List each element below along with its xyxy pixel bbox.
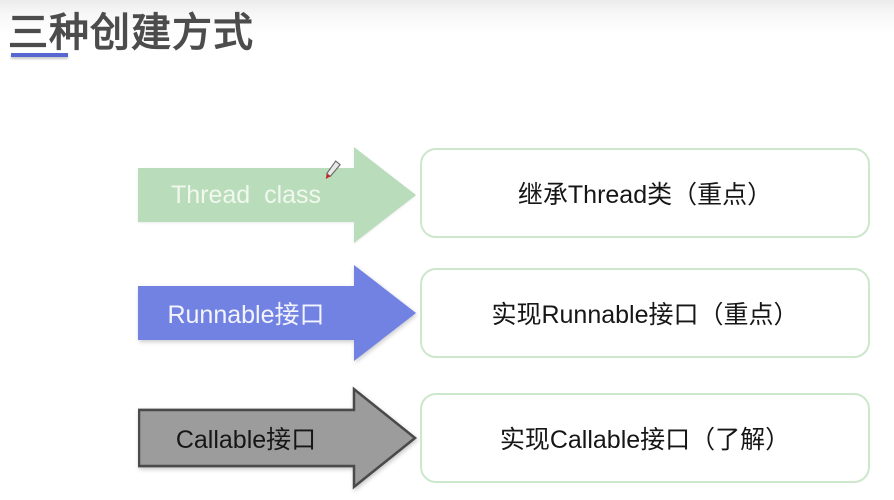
pen-cursor-icon — [325, 160, 341, 180]
right-arrow-shape — [138, 265, 416, 361]
result-box-runnable: 实现Runnable接口（重点） — [420, 268, 870, 358]
result-box-callable: 实现Callable接口（了解） — [420, 393, 870, 483]
right-arrow-shape — [138, 147, 416, 243]
title-underline — [11, 53, 68, 57]
result-box-label: 实现Runnable接口（重点） — [491, 301, 799, 329]
arrow-label: Callable接口 — [175, 426, 317, 454]
right-arrow-shape — [138, 386, 418, 490]
thread-class-arrow: Thread class — [138, 145, 418, 245]
result-box-label: 继承Thread类（重点） — [517, 181, 773, 209]
arrow-label: Runnable接口 — [167, 301, 325, 329]
result-box-thread: 继承Thread类（重点） — [420, 148, 870, 238]
arrow-label: Thread class — [170, 180, 322, 209]
page-title: 三种创建方式 — [8, 11, 254, 55]
callable-arrow: Callable接口 — [138, 386, 418, 490]
runnable-arrow: Runnable接口 — [138, 263, 418, 363]
result-box-label: 实现Callable接口（了解） — [499, 426, 791, 454]
